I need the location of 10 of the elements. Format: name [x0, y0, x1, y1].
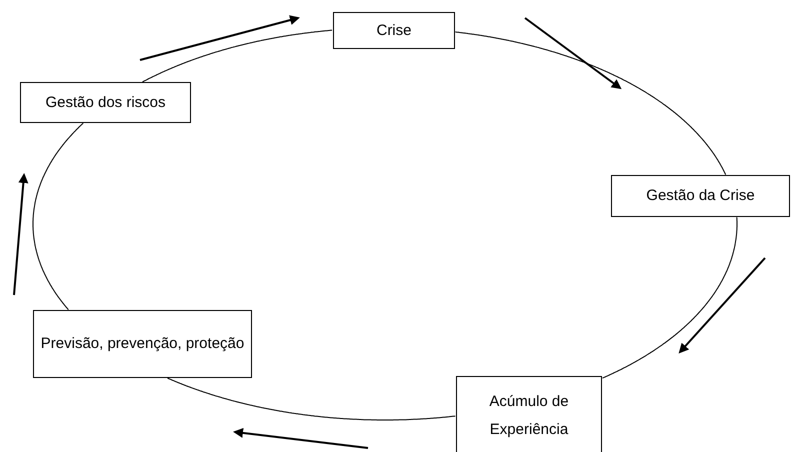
process-box: Previsão, prevenção, proteção [33, 310, 252, 378]
cycle-arc [32, 122, 84, 310]
process-box: Gestão dos riscos [20, 82, 191, 123]
process-box: Gestão da Crise [611, 175, 790, 217]
cycle-arc [167, 378, 456, 420]
cycle-arc [602, 216, 738, 379]
cycle-arc [142, 30, 333, 82]
process-box: Crise [333, 12, 455, 49]
process-box: Acúmulo de Experiência [456, 376, 602, 452]
cycle-arc [454, 31, 726, 176]
